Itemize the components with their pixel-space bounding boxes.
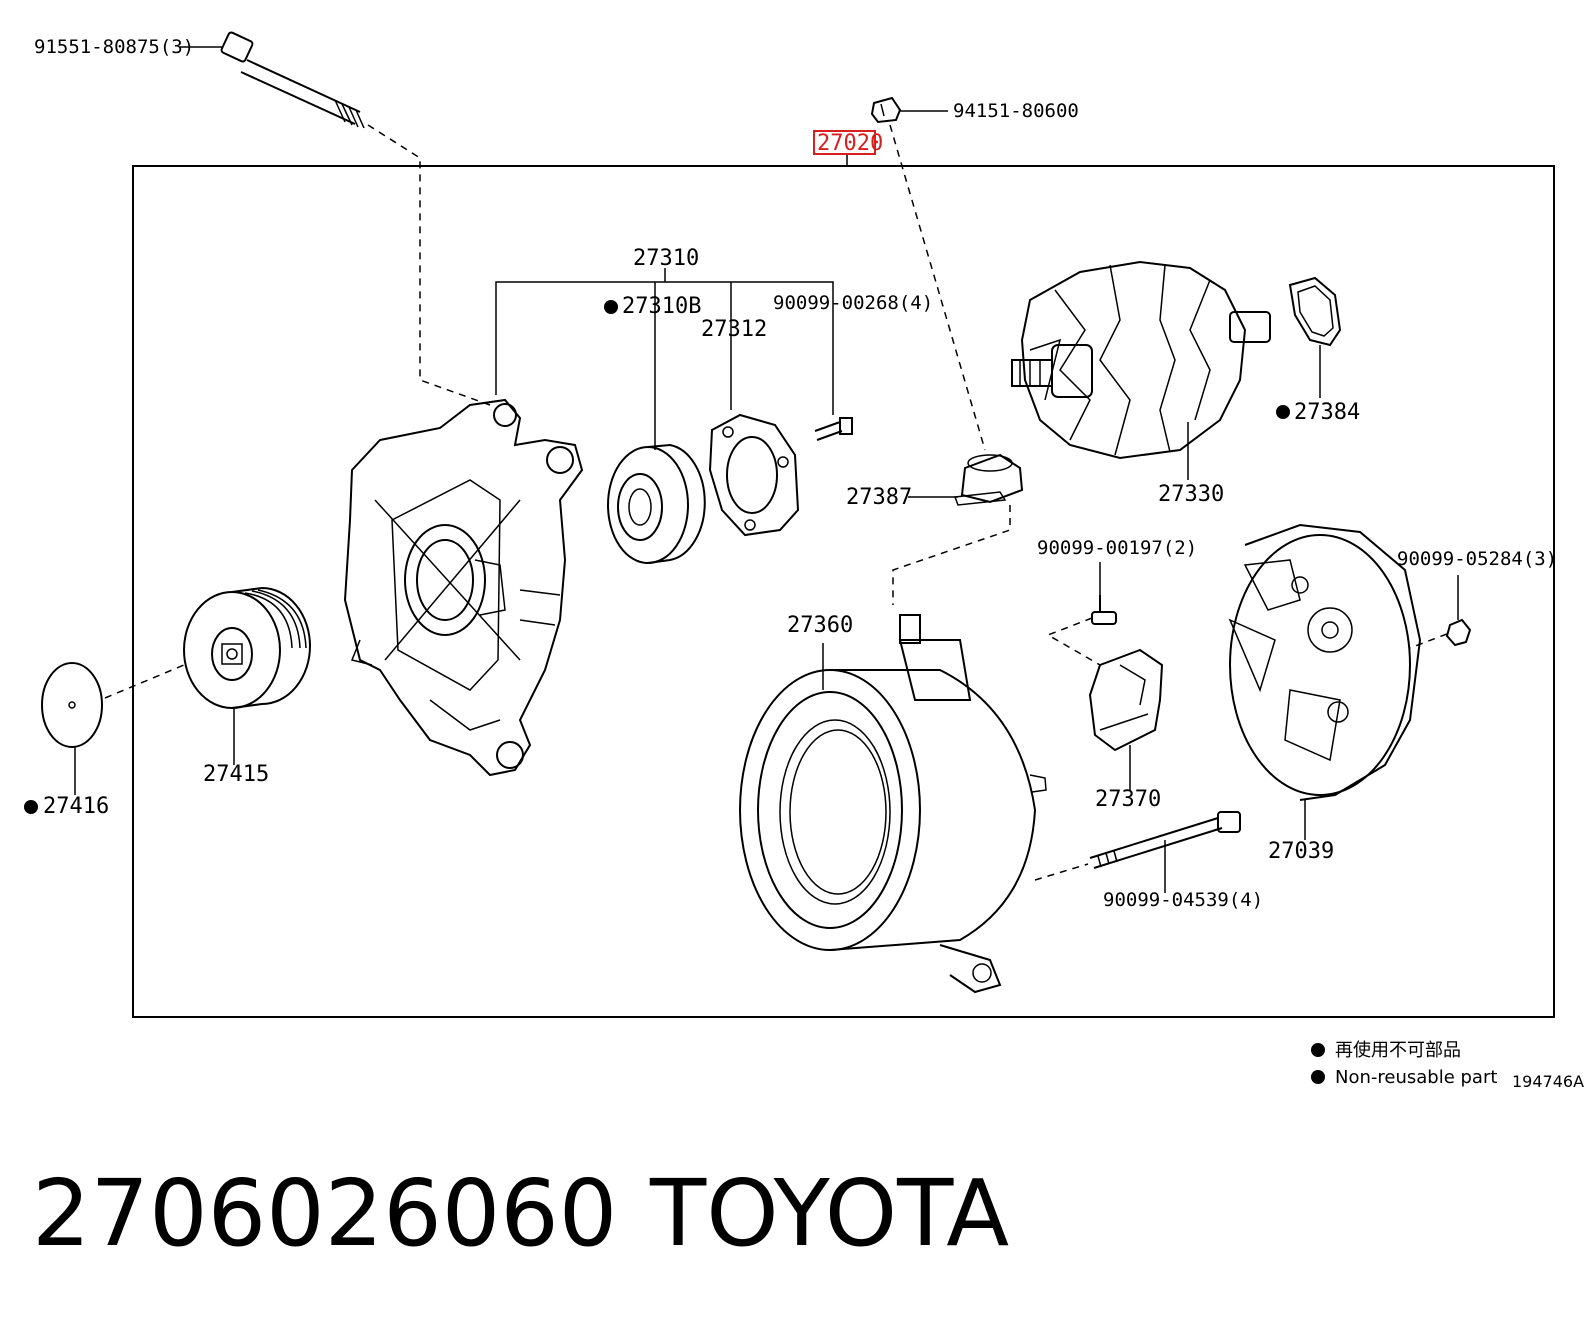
ring-seal-icon (1288, 276, 1342, 347)
label-frame-drive-end[interactable]: 27310 (633, 246, 699, 271)
label-pulley-cap[interactable]: 27416 (43, 794, 109, 819)
screw-retainer-icon (814, 417, 853, 441)
legend-dot-icon (1311, 1043, 1325, 1057)
dash-brush (892, 505, 1011, 605)
label-screw-regulator[interactable]: 90099-00197(2) (1037, 537, 1197, 559)
legend-line-en: Non-reusable part (1335, 1067, 1497, 1088)
assembly-frame (132, 165, 1555, 1018)
non-reusable-dot (24, 800, 38, 814)
bearing-icon (607, 443, 706, 564)
dash-screw-regulator (1046, 617, 1101, 666)
bolt-top-icon (220, 31, 365, 129)
label-screw-retainer[interactable]: 90099-00268(4) (773, 292, 933, 314)
label-rotor[interactable]: 27330 (1158, 482, 1224, 507)
frame-drive-end-icon (343, 398, 584, 777)
label-nut-cover[interactable]: 90099-05284(3) (1397, 548, 1557, 570)
label-ring-seal[interactable]: 27384 (1294, 400, 1360, 425)
legend-dot-icon (1311, 1070, 1325, 1084)
rotor-icon (1011, 260, 1271, 460)
dash-nut-cover (1409, 633, 1448, 649)
non-reusable-dot (604, 300, 618, 314)
diagram-ref: 194746A (1512, 1072, 1584, 1091)
label-pulley[interactable]: 27415 (203, 762, 269, 787)
footer-brand: TOYOTA (649, 1160, 1009, 1267)
stator-icon (739, 614, 1047, 994)
brush-holder-icon (953, 453, 1024, 506)
legend-line-cn: 再使用不可部品 (1335, 1040, 1461, 1061)
dash-nut-top (889, 124, 986, 451)
dash-pulley (104, 664, 185, 699)
dash-bolt-top (367, 124, 491, 406)
label-bolt-top[interactable]: 91551-80875(3) (34, 36, 194, 58)
regulator-icon (1088, 648, 1164, 752)
through-bolt-icon (1089, 811, 1241, 869)
label-nut-top[interactable]: 94151-80600 (953, 100, 1079, 122)
label-through-bolt[interactable]: 90099-04539(4) (1103, 889, 1263, 911)
non-reusable-dot (1276, 405, 1290, 419)
label-assembly[interactable]: 27020 (817, 131, 883, 156)
label-brush-holder[interactable]: 27387 (846, 485, 912, 510)
retainer-icon (708, 413, 800, 537)
rear-cover-icon (1228, 523, 1422, 801)
label-rear-cover[interactable]: 27039 (1268, 839, 1334, 864)
pulley-cap-icon (41, 662, 103, 748)
dash-through-bolt (1034, 863, 1089, 881)
label-bearing[interactable]: 27310B (622, 294, 701, 319)
nut-top-icon (870, 96, 902, 124)
nut-cover-icon (1445, 618, 1472, 647)
footer-part-number: 2706026060 (32, 1160, 617, 1267)
label-regulator[interactable]: 27370 (1095, 787, 1161, 812)
screw-regulator-icon (1091, 595, 1117, 625)
assembly-highlight (813, 130, 876, 155)
label-stator[interactable]: 27360 (787, 613, 853, 638)
label-retainer[interactable]: 27312 (701, 317, 767, 342)
pulley-icon (183, 586, 311, 709)
